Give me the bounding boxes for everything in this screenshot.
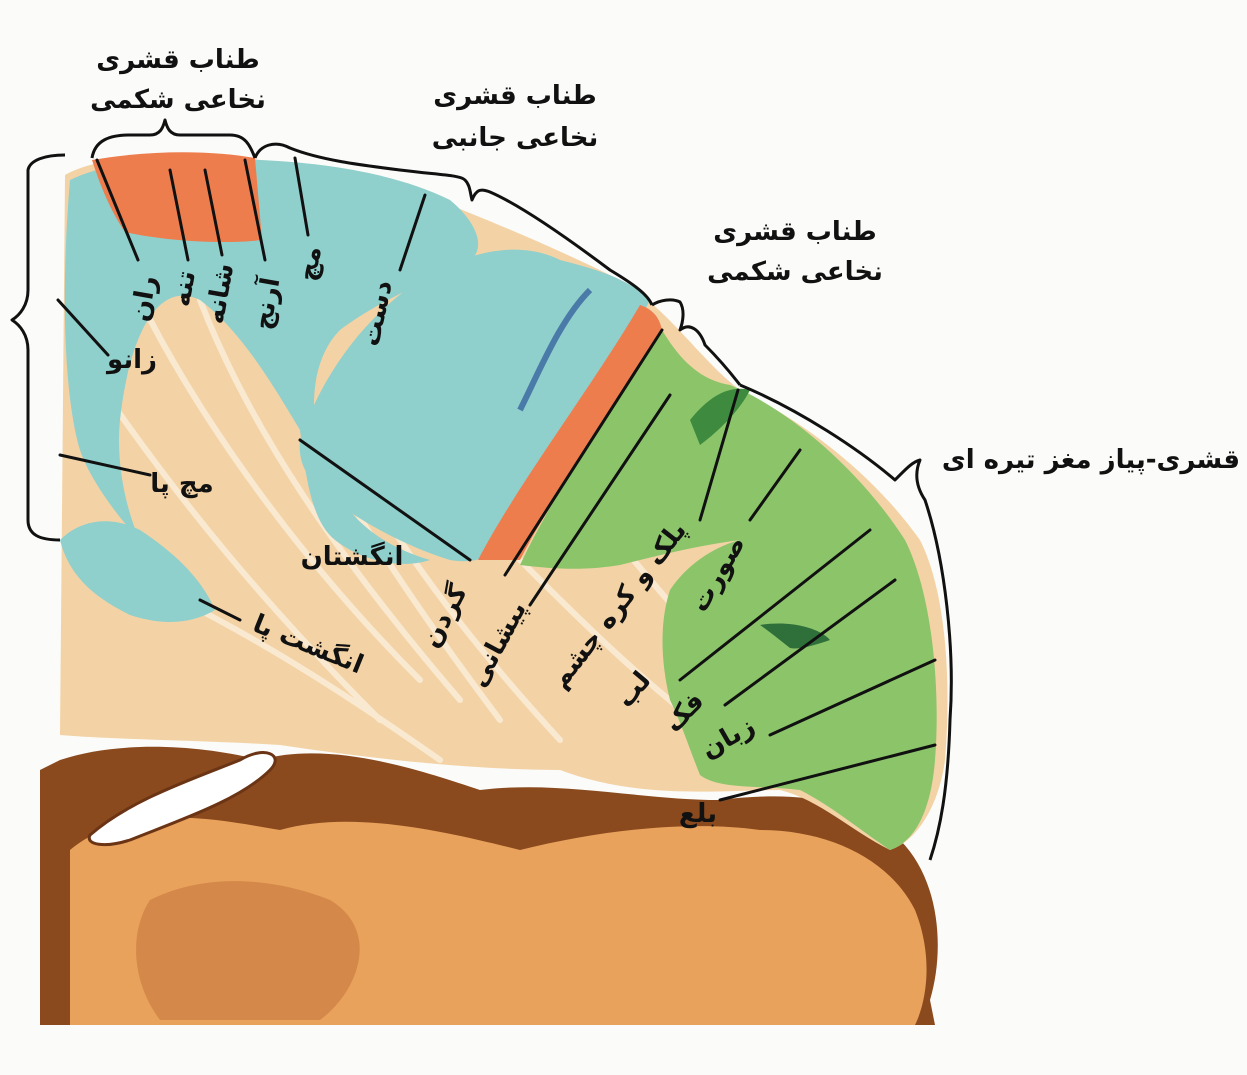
tract-label-ventral-right-line1: طناب قشری xyxy=(713,217,877,247)
label-knee: زانو xyxy=(105,345,157,375)
tract-label-lateral-line1: طناب قشری xyxy=(433,81,597,111)
label-swallowing: بلع xyxy=(679,799,717,829)
tract-label-corticobulbar: قشری-پیاز مغز تیره ای xyxy=(942,445,1240,475)
label-trunk: تنه xyxy=(166,268,202,309)
bracket-top-left xyxy=(92,120,255,158)
bracket-left xyxy=(12,155,65,540)
label-ankle: مچ پا xyxy=(150,469,213,499)
tract-label-ventral-right-line2: نخاعی شکمی xyxy=(707,257,883,287)
tract-label-lateral-line2: نخاعی جانبی xyxy=(432,123,599,153)
tract-label-ventral-top-line2: نخاعی شکمی xyxy=(90,85,266,115)
tract-label-ventral-top-line1: طناب قشری xyxy=(96,45,260,75)
lower-tissue-inner xyxy=(136,881,360,1020)
label-wrist: مچ xyxy=(292,244,328,284)
label-fingers: انگشتان xyxy=(301,541,404,572)
